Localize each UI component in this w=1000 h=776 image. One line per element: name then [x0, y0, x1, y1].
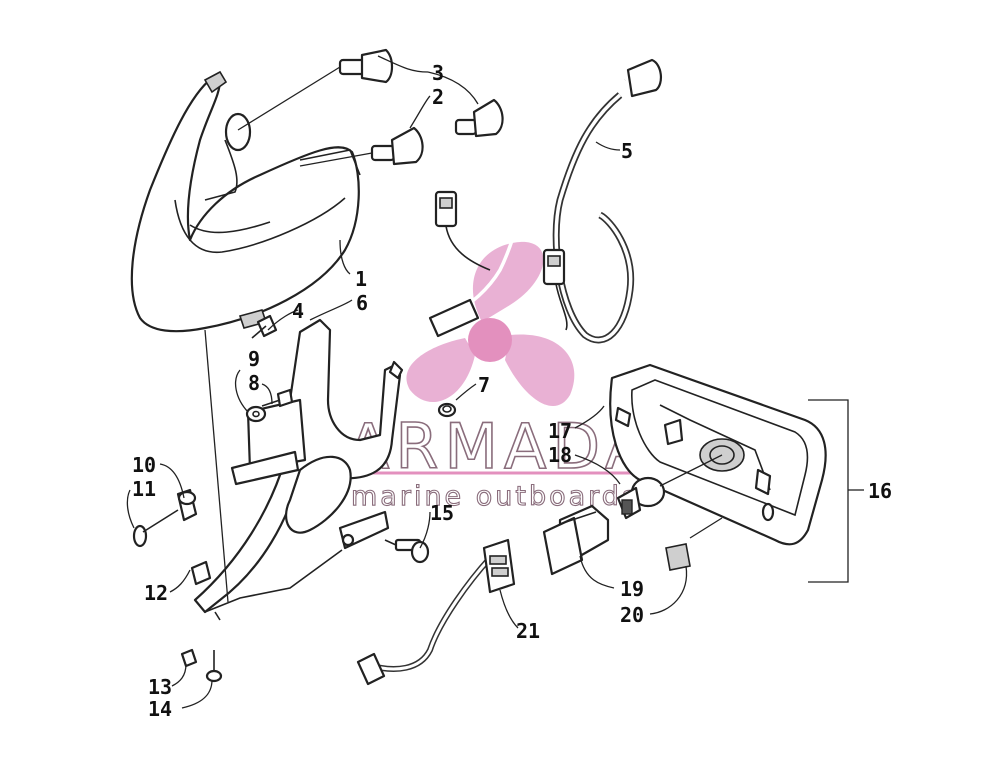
- watermark-tagline: marine outboards: [351, 481, 639, 512]
- callout-3: 3: [432, 61, 444, 85]
- callout-6: 6: [356, 291, 368, 315]
- bulb-middle: [299, 126, 424, 167]
- grommet-7: [437, 402, 457, 418]
- screw-15: [384, 538, 430, 564]
- watermark-brand: ARMADA: [347, 410, 653, 483]
- callout-21: 21: [516, 619, 540, 643]
- connector-harness: [356, 538, 516, 686]
- callout-16: 16: [868, 479, 892, 503]
- callout-5: 5: [621, 139, 633, 163]
- watermark-logo: ARMADA marine outboards: [346, 241, 653, 513]
- clip-12: [190, 560, 212, 586]
- lens-seal: [665, 543, 691, 571]
- callout-4: 4: [292, 299, 304, 323]
- callout-17: 17: [548, 419, 572, 443]
- screw-11: [132, 509, 179, 548]
- callout-9: 9: [248, 347, 260, 371]
- callout-11: 11: [132, 477, 156, 501]
- callout-14: 14: [148, 697, 172, 721]
- callout-7: 7: [478, 373, 490, 397]
- bulb-right: [454, 98, 504, 138]
- callout-12: 12: [144, 581, 168, 605]
- callout-19: 19: [620, 577, 644, 601]
- callout-8: 8: [248, 371, 260, 395]
- propeller-icon: [406, 241, 575, 407]
- bulb-socket: [542, 504, 610, 576]
- nut-13: [180, 648, 198, 668]
- leader-lines: [126, 55, 864, 709]
- washer-14: [205, 650, 223, 683]
- callout-20: 20: [620, 603, 644, 627]
- callout-18: 18: [548, 443, 572, 467]
- callout-2: 2: [432, 85, 444, 109]
- wiring-harness: [428, 58, 662, 344]
- callout-15: 15: [430, 501, 454, 525]
- callout-1: 1: [355, 267, 367, 291]
- taillight-bulb: [616, 454, 723, 520]
- callout-labels: 1 2 3 4 5 6 7 8 9 10 11 12 13 14 15 16 1…: [132, 61, 892, 721]
- grommet-10: [176, 488, 198, 522]
- washer-9: [245, 405, 267, 423]
- callout-13: 13: [148, 675, 172, 699]
- screw-4: [251, 314, 278, 339]
- screw-8: [261, 388, 294, 408]
- bulb-top: [237, 48, 394, 131]
- callout-10: 10: [132, 453, 156, 477]
- headlight-housing: [130, 70, 361, 333]
- taillight-assembly: [609, 363, 827, 546]
